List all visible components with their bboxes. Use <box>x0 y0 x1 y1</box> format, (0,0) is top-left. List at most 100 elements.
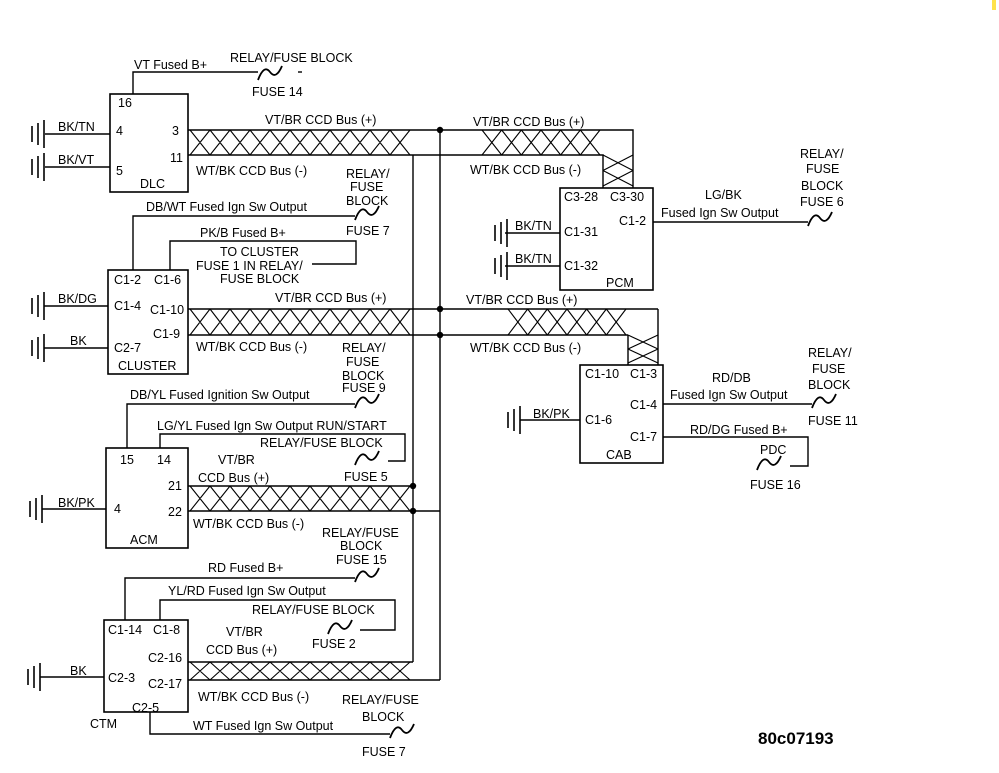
svg-text:CCD Bus (+): CCD Bus (+) <box>198 471 269 485</box>
svg-text:21: 21 <box>168 479 182 493</box>
twisted-pair <box>189 308 411 336</box>
svg-text:C1-6: C1-6 <box>585 413 612 427</box>
svg-text:3: 3 <box>172 124 179 138</box>
svg-text:14: 14 <box>157 453 171 467</box>
svg-text:VT/BR CCD Bus (+): VT/BR CCD Bus (+) <box>473 115 584 129</box>
cluster-module: CLUSTER C1-2 C1-6 C1-4 C1-10 C1-9 C2-7 D… <box>44 167 658 375</box>
twisted-pair-segments <box>189 129 659 681</box>
svg-text:RELAY/FUSE BLOCK: RELAY/FUSE BLOCK <box>260 436 383 450</box>
svg-text:WT/BK CCD Bus (-): WT/BK CCD Bus (-) <box>193 517 304 531</box>
svg-text:BK/PK: BK/PK <box>533 407 570 421</box>
svg-text:BK/PK: BK/PK <box>58 496 95 510</box>
svg-text:C3-30: C3-30 <box>610 190 644 204</box>
svg-text:BK/TN: BK/TN <box>58 120 95 134</box>
svg-text:TO CLUSTER: TO CLUSTER <box>220 245 299 259</box>
svg-text:16: 16 <box>118 96 132 110</box>
svg-text:CTM: CTM <box>90 717 117 731</box>
svg-text:RD Fused B+: RD Fused B+ <box>208 561 283 575</box>
svg-text:4: 4 <box>116 124 123 138</box>
svg-text:VT/BR: VT/BR <box>226 625 263 639</box>
svg-text:C1-8: C1-8 <box>153 623 180 637</box>
svg-text:FUSE: FUSE <box>350 180 383 194</box>
svg-text:BLOCK: BLOCK <box>362 710 405 724</box>
svg-text:FUSE 1 IN RELAY/: FUSE 1 IN RELAY/ <box>196 259 303 273</box>
svg-text:FUSE: FUSE <box>806 162 839 176</box>
svg-text:RELAY/FUSE: RELAY/FUSE <box>342 693 419 707</box>
svg-text:C1-9: C1-9 <box>153 327 180 341</box>
svg-text:CCD Bus (+): CCD Bus (+) <box>206 643 277 657</box>
svg-text:ACM: ACM <box>130 533 158 547</box>
svg-text:CAB: CAB <box>606 448 632 462</box>
svg-text:WT/BK CCD Bus (-): WT/BK CCD Bus (-) <box>470 341 581 355</box>
svg-text:RELAY/FUSE BLOCK: RELAY/FUSE BLOCK <box>252 603 375 617</box>
ctm-module: C1-14 C1-8 C2-3 C2-16 C2-17 C2-5 CTM RD … <box>40 526 440 759</box>
ccd-bus-trunks <box>409 126 444 680</box>
svg-text:BK/TN: BK/TN <box>515 252 552 266</box>
svg-text:C1-10: C1-10 <box>585 367 619 381</box>
svg-text:LG/BK: LG/BK <box>705 188 742 202</box>
svg-text:FUSE: FUSE <box>812 362 845 376</box>
svg-text:C1-2: C1-2 <box>114 273 141 287</box>
svg-text:FUSE: FUSE <box>346 355 379 369</box>
svg-text:FUSE 6: FUSE 6 <box>800 195 844 209</box>
svg-text:C1-4: C1-4 <box>114 299 141 313</box>
cab-module: CAB C1-10 C1-3 C1-4 C1-6 C1-7 BK/PK RD/D… <box>520 309 858 492</box>
twisted-pair <box>189 485 411 512</box>
svg-text:C2-17: C2-17 <box>148 677 182 691</box>
svg-text:LG/YL Fused Ign Sw Output RUN/: LG/YL Fused Ign Sw Output RUN/START <box>157 419 387 433</box>
svg-text:11: 11 <box>170 151 183 165</box>
svg-text:FUSE 5: FUSE 5 <box>344 470 388 484</box>
svg-text:RELAY/FUSE: RELAY/FUSE <box>322 526 399 540</box>
svg-text:WT/BK CCD Bus (-): WT/BK CCD Bus (-) <box>198 690 309 704</box>
svg-text:BK/VT: BK/VT <box>58 153 94 167</box>
svg-text:C2-3: C2-3 <box>108 671 135 685</box>
svg-text:BK: BK <box>70 334 87 348</box>
svg-text:BLOCK: BLOCK <box>340 539 383 553</box>
svg-text:PCM: PCM <box>606 276 634 290</box>
svg-text:FUSE 7: FUSE 7 <box>346 224 390 238</box>
dlc-module: DLC 16 4 5 3 11 VT Fused B+ RELAY/FUSE B… <box>45 51 440 193</box>
svg-text:Fused Ign Sw Output: Fused Ign Sw Output <box>670 388 788 402</box>
svg-text:VT/BR CCD Bus (+): VT/BR CCD Bus (+) <box>275 291 386 305</box>
svg-text:C2-7: C2-7 <box>114 341 141 355</box>
svg-text:FUSE 16: FUSE 16 <box>750 478 801 492</box>
svg-text:RELAY/: RELAY/ <box>800 147 844 161</box>
svg-text:VT/BR CCD Bus (+): VT/BR CCD Bus (+) <box>265 113 376 127</box>
svg-text:BLOCK: BLOCK <box>801 179 844 193</box>
dlc-label: DLC <box>140 177 165 191</box>
twisted-pair <box>507 308 627 336</box>
figure-reference: 80c07193 <box>758 729 834 748</box>
svg-text:YL/RD Fused Ign Sw Output: YL/RD Fused Ign Sw Output <box>168 584 326 598</box>
svg-text:C1-6: C1-6 <box>154 273 181 287</box>
svg-text:C2-16: C2-16 <box>148 651 182 665</box>
svg-text:WT/BK CCD Bus (-): WT/BK CCD Bus (-) <box>196 340 307 354</box>
svg-text:C1-32: C1-32 <box>564 259 598 273</box>
svg-text:C1-31: C1-31 <box>564 225 598 239</box>
svg-text:DB/YL Fused Ignition Sw Output: DB/YL Fused Ignition Sw Output <box>130 388 310 402</box>
svg-text:C1-3: C1-3 <box>630 367 657 381</box>
svg-text:WT Fused Ign Sw Output: WT Fused Ign Sw Output <box>193 719 334 733</box>
svg-text:VT/BR: VT/BR <box>218 453 255 467</box>
svg-text:FUSE 11: FUSE 11 <box>808 414 858 428</box>
twisted-pair <box>481 129 601 156</box>
svg-text:BLOCK: BLOCK <box>808 378 851 392</box>
svg-text:FUSE 9: FUSE 9 <box>342 381 386 395</box>
twisted-pair <box>189 661 411 681</box>
fuse-symbol <box>257 65 283 81</box>
svg-text:RD/DB: RD/DB <box>712 371 751 385</box>
svg-text:BK/DG: BK/DG <box>58 292 97 306</box>
pcm-module: PCM C3-28 C3-30 C1-2 C1-31 C1-32 VT/BR C… <box>413 115 844 291</box>
svg-text:C1-4: C1-4 <box>630 398 657 412</box>
svg-text:BK/TN: BK/TN <box>515 219 552 233</box>
svg-text:BLOCK: BLOCK <box>346 194 389 208</box>
svg-text:BLOCK: BLOCK <box>342 369 385 383</box>
svg-text:WT/BK CCD Bus (-): WT/BK CCD Bus (-) <box>470 163 581 177</box>
svg-text:RELAY/FUSE BLOCK: RELAY/FUSE BLOCK <box>230 51 353 65</box>
svg-text:WT/BK CCD Bus (-): WT/BK CCD Bus (-) <box>196 164 307 178</box>
corner-marker <box>992 0 996 10</box>
svg-text:FUSE 2: FUSE 2 <box>312 637 356 651</box>
svg-text:22: 22 <box>168 505 182 519</box>
svg-text:FUSE 15: FUSE 15 <box>336 553 387 567</box>
twisted-pair <box>627 334 659 364</box>
